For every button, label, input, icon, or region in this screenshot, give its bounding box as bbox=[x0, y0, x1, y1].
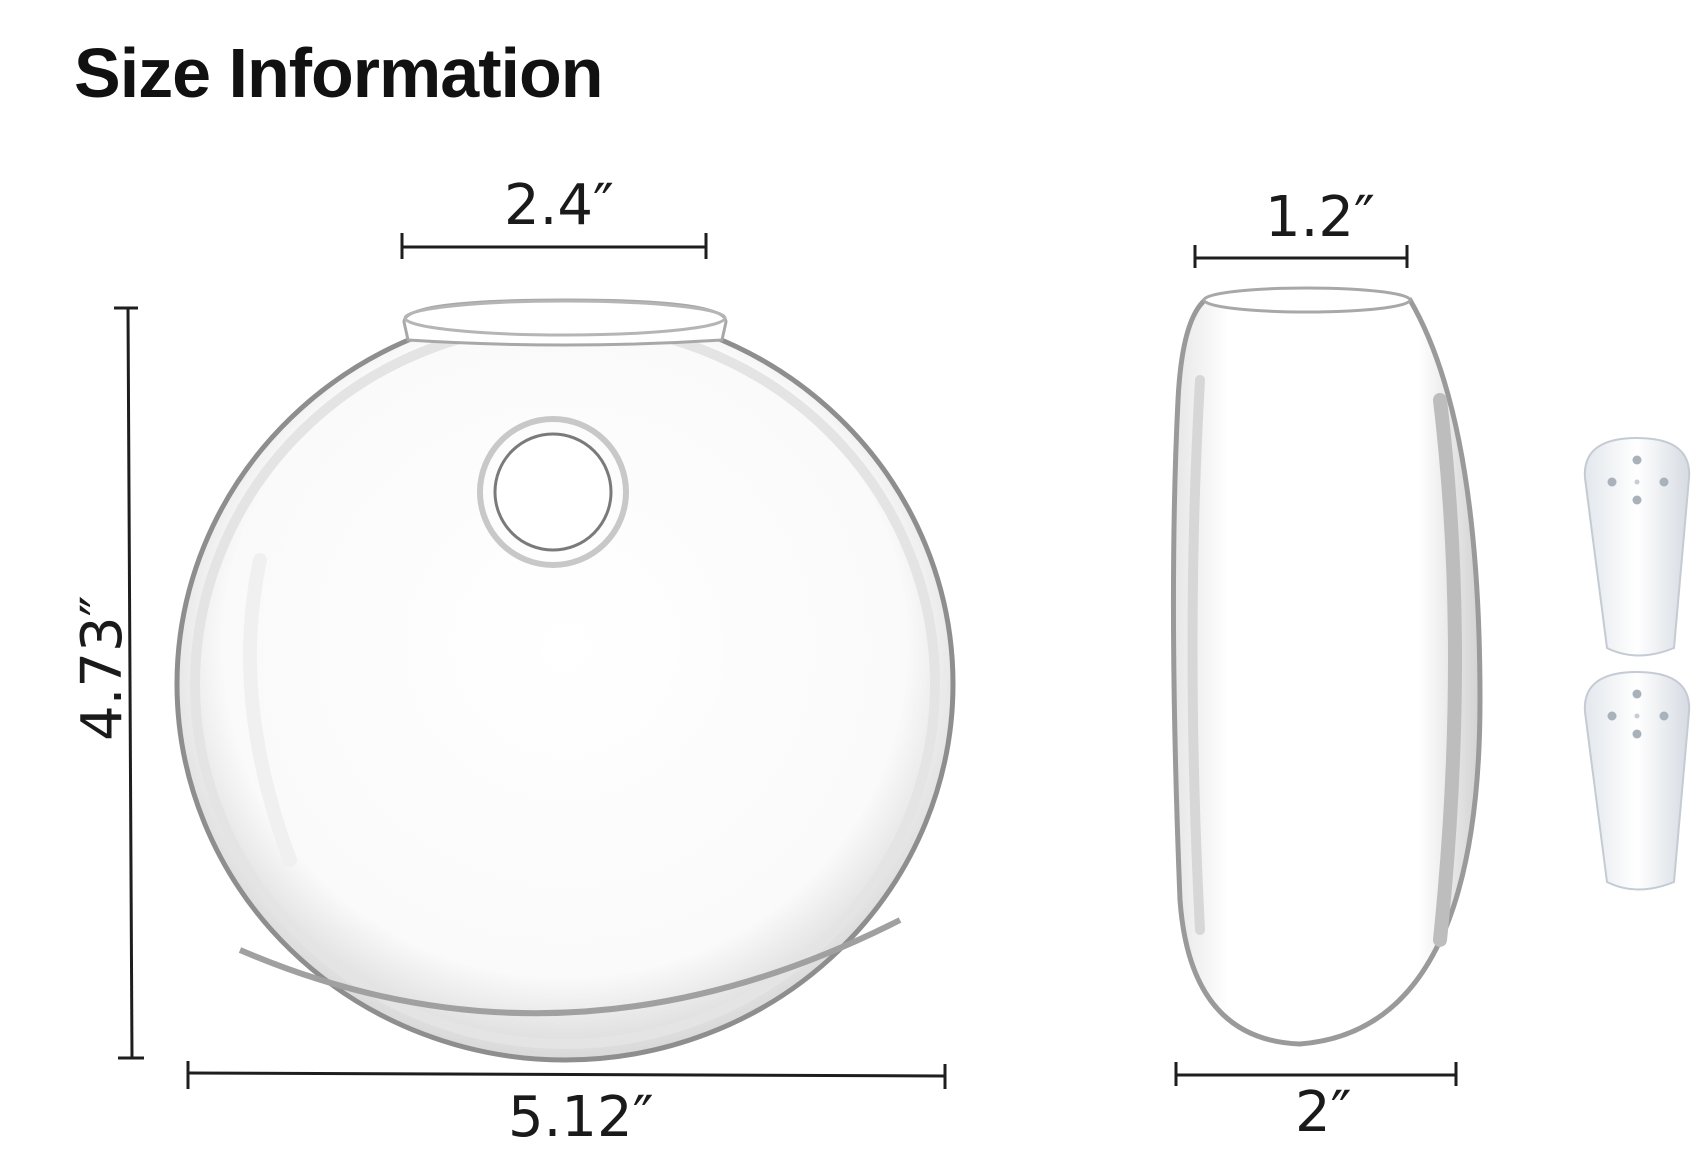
wall-hook-icon bbox=[1583, 670, 1691, 891]
wall-hook-icon bbox=[1583, 436, 1691, 657]
side-depth-label: 2″ bbox=[1295, 1080, 1352, 1145]
oval-vase-side bbox=[1170, 286, 1483, 1047]
round-vase-front bbox=[174, 298, 956, 1063]
front-width-label: 5.12″ bbox=[508, 1085, 654, 1150]
front-height-label: 4.73″ bbox=[70, 595, 135, 741]
front-opening-label: 2.4″ bbox=[504, 173, 614, 238]
page-title: Size Information bbox=[74, 34, 603, 112]
side-opening-label: 1.2″ bbox=[1265, 185, 1375, 250]
dimension-lines bbox=[114, 233, 1458, 1089]
